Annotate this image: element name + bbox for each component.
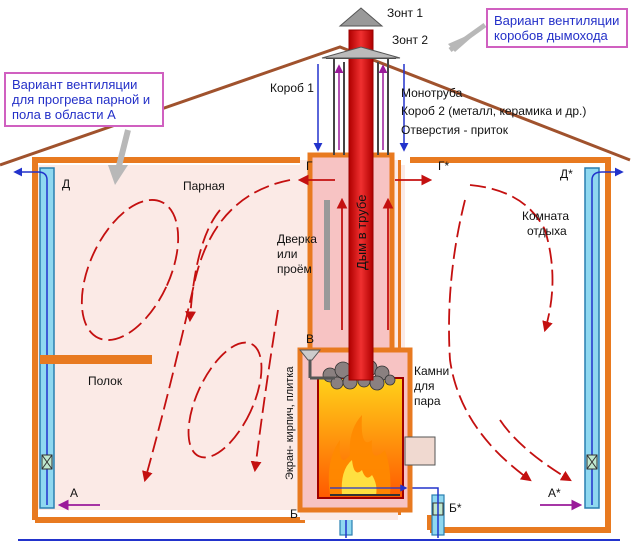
label-point-a-star: А*	[548, 486, 561, 500]
label-rest-room-1: Комната	[522, 209, 569, 223]
label-shelf: Полок	[88, 374, 123, 388]
label-point-b: Б	[290, 507, 298, 521]
label-point-g: Г	[306, 159, 313, 173]
callout-steam-room-vent-line2: для прогрева парной и	[12, 92, 151, 107]
callout-steam-room-vent-line3: пола в области А	[12, 107, 116, 122]
label-point-v: В	[306, 332, 314, 346]
label-umbrella-1: Зонт 1	[387, 6, 423, 20]
label-umbrella-2: Зонт 2	[392, 33, 428, 47]
label-stones-2: для	[414, 379, 435, 393]
callout-steam-room-vent-line1: Вариант вентиляции	[12, 77, 138, 92]
callout-chimney-vent-line1: Вариант вентиляции	[494, 13, 620, 28]
callout-chimney-vent-line2: коробов дымохода	[494, 28, 608, 43]
door-bar	[324, 200, 330, 310]
rest-room-air-flow	[448, 184, 572, 482]
furnace	[317, 377, 436, 499]
umbrella-1	[338, 7, 384, 27]
callout-chimney-vent: Вариант вентиляции коробов дымохода	[486, 8, 628, 48]
chimney-intake-arrows	[313, 64, 409, 152]
label-point-b-star: Б*	[449, 501, 462, 515]
chimney-pipe	[348, 29, 374, 381]
label-door-3: проём	[277, 262, 312, 276]
label-point-d-star: Д*	[560, 167, 573, 181]
water-funnel	[298, 349, 335, 380]
label-screen: Экран- кирпич, плитка	[284, 366, 296, 480]
callout-steam-room-vent: Вариант вентиляции для прогрева парной и…	[4, 72, 164, 127]
umbrella-2	[321, 46, 401, 59]
label-point-g-star: Г*	[438, 159, 449, 173]
label-holes: Отверстия - приток	[401, 123, 509, 137]
shelf	[40, 355, 152, 364]
label-stones-1: Камни	[414, 364, 449, 378]
label-smoke: Дым в трубе	[354, 195, 369, 270]
label-box-2: Короб 2 (металл, керамика и др.)	[401, 104, 586, 118]
label-rest-room-2: отдыха	[527, 224, 567, 238]
label-point-a: А	[70, 486, 78, 500]
right-vent-duct	[584, 167, 624, 509]
label-stones-3: пара	[414, 394, 441, 408]
label-monopipe: Монотруба	[401, 86, 463, 100]
diagram-labels: Зонт 1 Зонт 2 Короб 1 Монотруба Короб 2 …	[62, 6, 586, 521]
chimney-side-arrows	[297, 174, 433, 330]
steam-room-air-flow	[80, 179, 291, 483]
callout-arrows	[108, 22, 487, 185]
label-steam-room: Парная	[183, 179, 225, 193]
label-door-1: Дверка	[277, 232, 317, 246]
label-point-d: Д	[62, 177, 70, 191]
label-door-2: или	[277, 247, 297, 261]
left-vent-duct	[13, 167, 55, 509]
label-box-1: Короб 1	[270, 81, 314, 95]
